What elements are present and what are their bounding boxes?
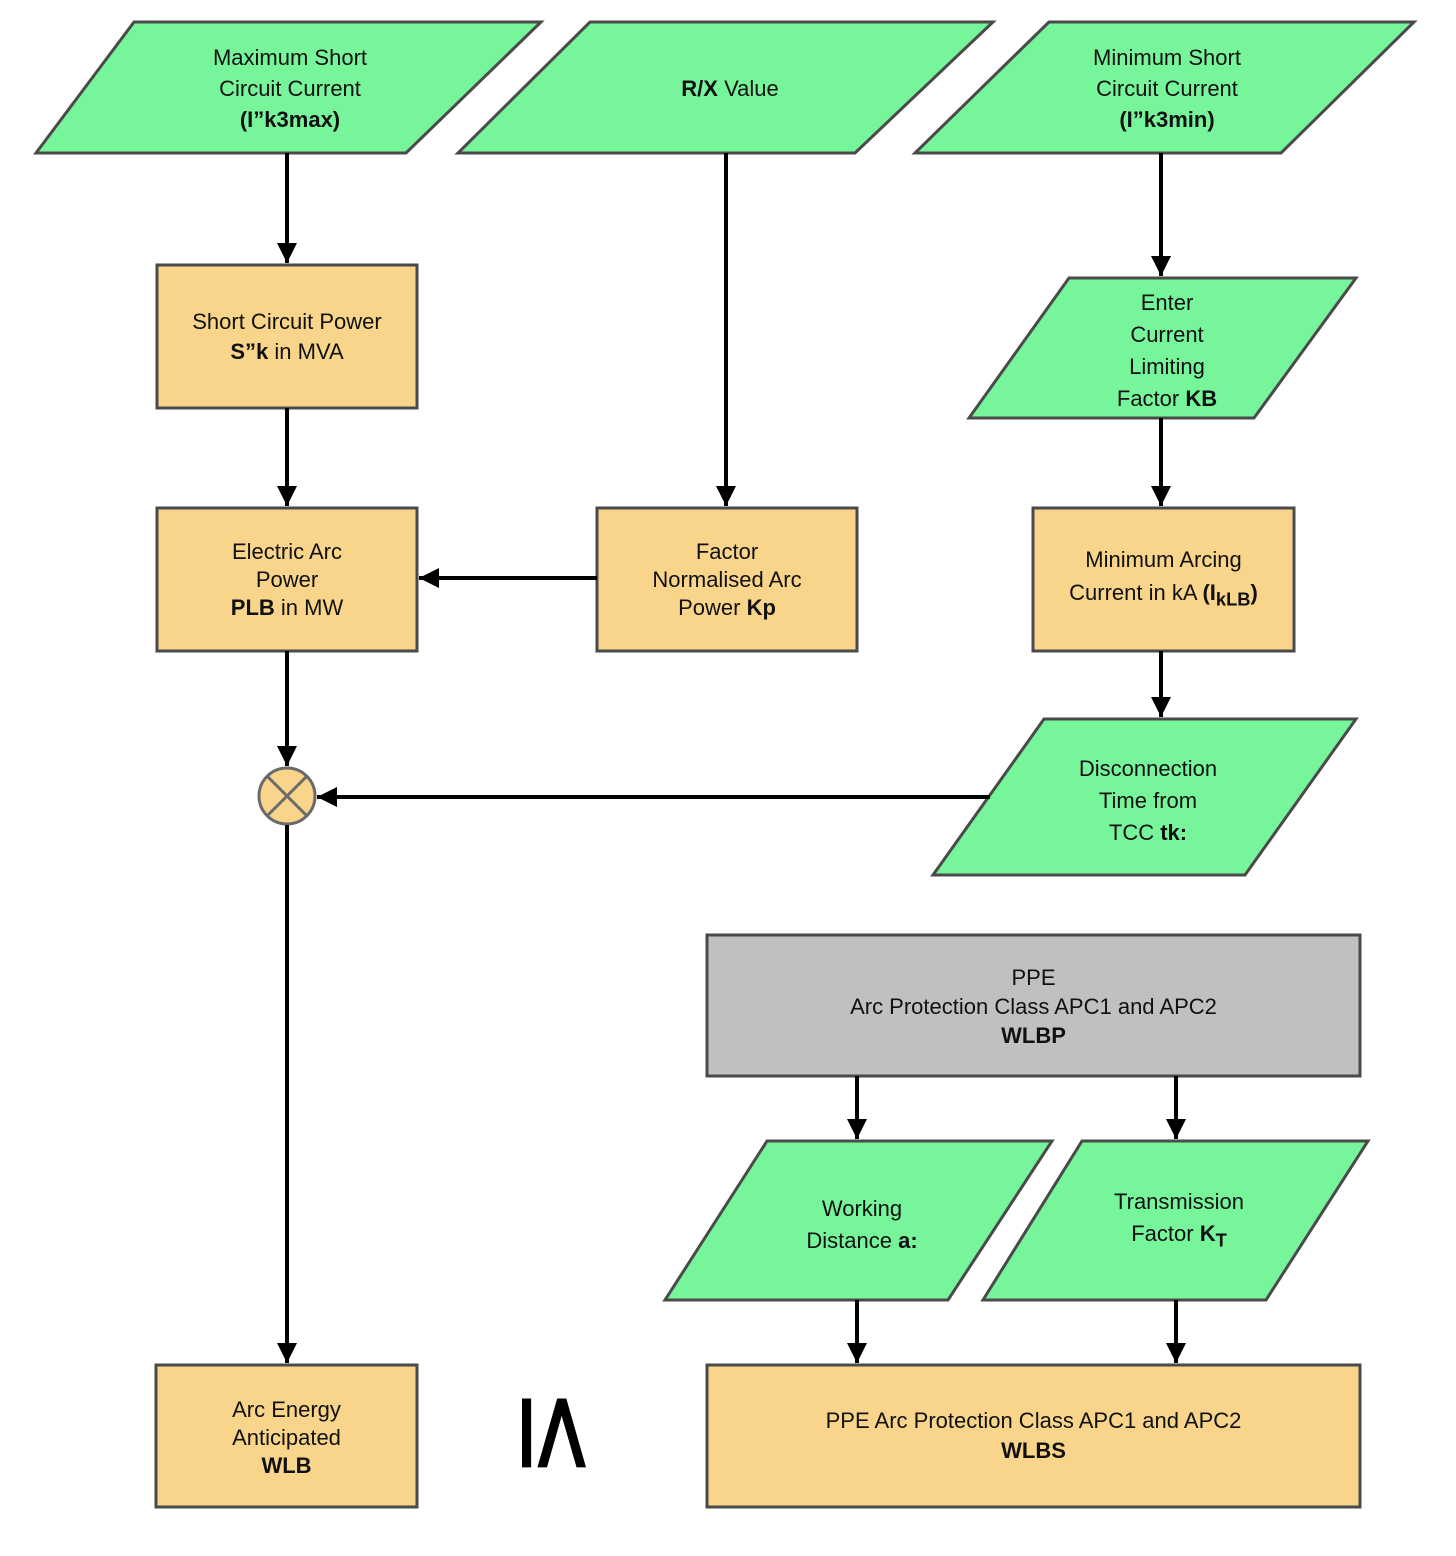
min-short-circuit-current-label: Minimum Short Circuit Current (I”k3min) — [1017, 40, 1317, 136]
trans-line2: Factor KT — [1131, 1220, 1227, 1251]
arc-power-shape — [155, 506, 419, 653]
limit-line4: Factor KB — [1116, 386, 1218, 411]
arc-energy-anticipated-label: Arc Energy Anticipated WLB — [156, 1394, 417, 1482]
ppe-wlbs-label: PPE Arc Protection Class APC1 and APC2 W… — [707, 1406, 1360, 1466]
arc-power-line1: Electric Arc — [231, 539, 343, 564]
disconnect-shape — [930, 717, 1359, 877]
trans-subscript: T — [1215, 1229, 1227, 1251]
multiply-node — [257, 766, 317, 826]
min-sc-line2: Circuit Current — [1096, 75, 1238, 101]
kp-line2: Normalised Arc — [652, 567, 802, 592]
working-distance-label: Working Distance a: — [722, 1192, 1002, 1258]
arc-power-line3: PLB in MW — [230, 595, 344, 620]
disconnect-line1: Disconnection — [1078, 756, 1218, 781]
kp-line3: Power Kp — [678, 595, 776, 620]
ppe-wlbp-label: PPE Arc Protection Class APC1 and APC2 W… — [707, 962, 1360, 1050]
short-circuit-power-label: Short Circuit Power S”k in MVA — [157, 305, 417, 369]
disconnection-time-label: Disconnection Time from TCC tk: — [998, 752, 1298, 850]
min-sc-shape — [911, 20, 1418, 155]
ppe-grey-line3: WLBP — [1001, 1022, 1066, 1048]
limit-factor-shape — [966, 276, 1359, 420]
current-limiting-factor-label: Enter Current Limiting Factor KB — [1017, 286, 1317, 416]
limit-line3: Limiting — [1129, 354, 1205, 379]
work-dist-line1: Working — [821, 1196, 903, 1221]
limit-line1: Enter — [1140, 290, 1194, 315]
ppe-grey-line2: Arc Protection Class APC1 and APC2 — [850, 993, 1217, 1019]
rx-shape — [454, 20, 997, 155]
min-arc-line2: Current in kA (IkLB) — [1069, 579, 1258, 610]
work-dist-shape — [662, 1139, 1055, 1302]
min-sc-line1: Minimum Short — [1093, 44, 1241, 70]
normalised-arc-power-label: Factor Normalised Arc Power Kp — [597, 536, 857, 624]
trans-factor-shape — [980, 1139, 1371, 1302]
max-sc-line3: (I”k3max) — [239, 106, 341, 132]
min-arc-subscript: kLB — [1215, 588, 1251, 610]
arc-power-line2: Power — [255, 567, 319, 592]
kp-shape — [595, 506, 859, 653]
ppe-grey-line1: PPE — [1011, 964, 1056, 990]
max-sc-line2: Circuit Current — [219, 75, 361, 101]
arc-energy-line2: Anticipated — [232, 1425, 341, 1450]
max-sc-shape — [33, 20, 545, 155]
electric-arc-power-label: Electric Arc Power PLB in MW — [157, 536, 417, 624]
arc-energy-shape — [154, 1363, 419, 1509]
kp-line1: Factor — [695, 539, 759, 564]
sc-power-shape — [155, 263, 419, 410]
work-dist-line2: Distance a: — [806, 1228, 918, 1253]
arc-energy-line1: Arc Energy — [232, 1397, 341, 1422]
rx-line: R/X Value — [681, 75, 779, 101]
sc-power-line1: Short Circuit Power — [192, 309, 382, 334]
disconnect-line3: TCC tk: — [1108, 820, 1188, 845]
ppe-class-shape — [705, 1363, 1362, 1509]
ppe-grey-shape — [705, 933, 1362, 1078]
less-or-equal-symbol: ≤ — [496, 1386, 624, 1480]
transmission-factor-label: Transmission Factor KT — [1039, 1186, 1319, 1256]
min-arc-shape — [1031, 506, 1296, 653]
minimum-arcing-current-label: Minimum Arcing Current in kA (IkLB) — [1033, 545, 1294, 613]
disconnect-line2: Time from — [1098, 788, 1198, 813]
rx-value-label: R/X Value — [580, 70, 880, 106]
min-arc-line1: Minimum Arcing — [1085, 546, 1242, 572]
ppe-class-line2: WLBS — [1001, 1438, 1066, 1463]
limit-line2: Current — [1130, 322, 1204, 347]
arc-energy-line3: WLB — [261, 1453, 312, 1478]
sc-power-line2: S”k in MVA — [230, 339, 344, 364]
trans-line1: Transmission — [1114, 1188, 1244, 1214]
min-sc-line3: (I”k3min) — [1119, 106, 1215, 132]
max-short-circuit-current-label: Maximum Short Circuit Current (I”k3max) — [140, 40, 440, 136]
max-sc-line1: Maximum Short — [212, 44, 368, 70]
ppe-class-line1: PPE Arc Protection Class APC1 and APC2 — [825, 1408, 1242, 1433]
